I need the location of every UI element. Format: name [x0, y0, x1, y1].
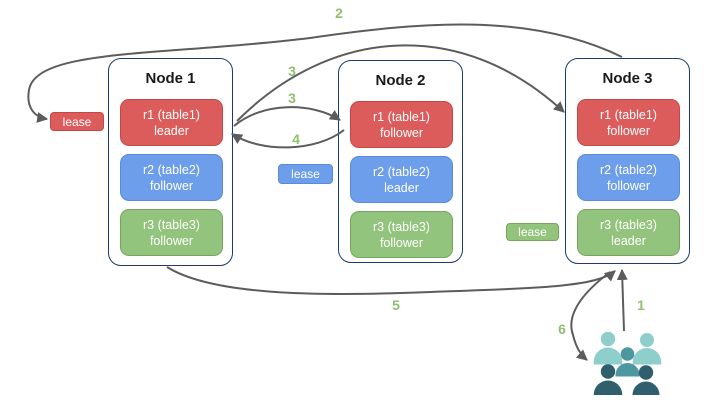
node-2: Node 2 r1 (table1) follower r2 (table2) … [338, 60, 463, 263]
step-number-1: 1 [637, 297, 645, 313]
node-1-replica-r1: r1 (table1) leader [120, 99, 223, 146]
lease-tag-green: lease [506, 223, 559, 241]
replica-label: r3 (table3) [600, 217, 657, 232]
users-icon [593, 331, 662, 395]
replica-label: r1 (table1) [143, 107, 200, 122]
node-1-replica-r3: r3 (table3) follower [120, 209, 223, 256]
replica-role: follower [379, 235, 424, 250]
replica-label: r3 (table3) [373, 219, 430, 234]
node-2-title: Node 2 [375, 72, 426, 89]
arrow-step-5-node1-to-node3 [166, 266, 616, 296]
lease-label: lease [62, 114, 92, 129]
replica-role: leader [154, 123, 189, 138]
replica-role: follower [606, 178, 651, 193]
replica-label: r2 (table2) [143, 162, 200, 177]
step-number-6: 6 [558, 321, 566, 337]
node-2-replica-r3: r3 (table3) follower [350, 211, 453, 258]
step-number-3a: 3 [288, 63, 296, 79]
node-3-replica-r2: r2 (table2) follower [577, 154, 680, 201]
node-1: Node 1 r1 (table1) leader r2 (table2) fo… [108, 58, 233, 266]
step-number-4: 4 [292, 131, 300, 147]
lease-tag-blue: lease [278, 164, 333, 184]
lease-label: lease [291, 167, 320, 181]
node-3: Node 3 r1 (table1) follower r2 (table2) … [565, 58, 690, 264]
arrow-step-3-node1-to-node2 [233, 106, 341, 127]
node-3-replica-r3: r3 (table3) leader [577, 209, 680, 256]
node-3-title: Node 3 [602, 70, 653, 87]
node-2-replica-r2: r2 (table2) leader [350, 156, 453, 203]
replica-role: follower [149, 178, 194, 193]
arrow-step-6-node3-to-users [570, 271, 611, 361]
lease-tag-red: lease [50, 112, 104, 131]
arrow-step-1-users-to-node3 [616, 268, 628, 332]
step-number-3b: 3 [288, 90, 296, 106]
replica-role: follower [149, 233, 194, 248]
step-number-5: 5 [392, 297, 400, 313]
node-1-replica-r2: r2 (table2) follower [120, 154, 223, 201]
replica-role: leader [384, 180, 419, 195]
replica-label: r2 (table2) [600, 162, 657, 177]
replica-label: r2 (table2) [373, 164, 430, 179]
node-1-title: Node 1 [145, 70, 196, 87]
replica-label: r1 (table1) [600, 107, 657, 122]
step-number-2: 2 [335, 5, 343, 21]
replica-label: r1 (table1) [373, 109, 430, 124]
replica-role: follower [379, 125, 424, 140]
replica-role: follower [606, 123, 651, 138]
arrow-step-4-node2-to-node1 [231, 129, 345, 149]
replica-role: leader [611, 233, 646, 248]
node-3-replica-r1: r1 (table1) follower [577, 99, 680, 146]
lease-label: lease [518, 225, 547, 239]
replica-label: r3 (table3) [143, 217, 200, 232]
node-2-replica-r1: r1 (table1) follower [350, 101, 453, 148]
